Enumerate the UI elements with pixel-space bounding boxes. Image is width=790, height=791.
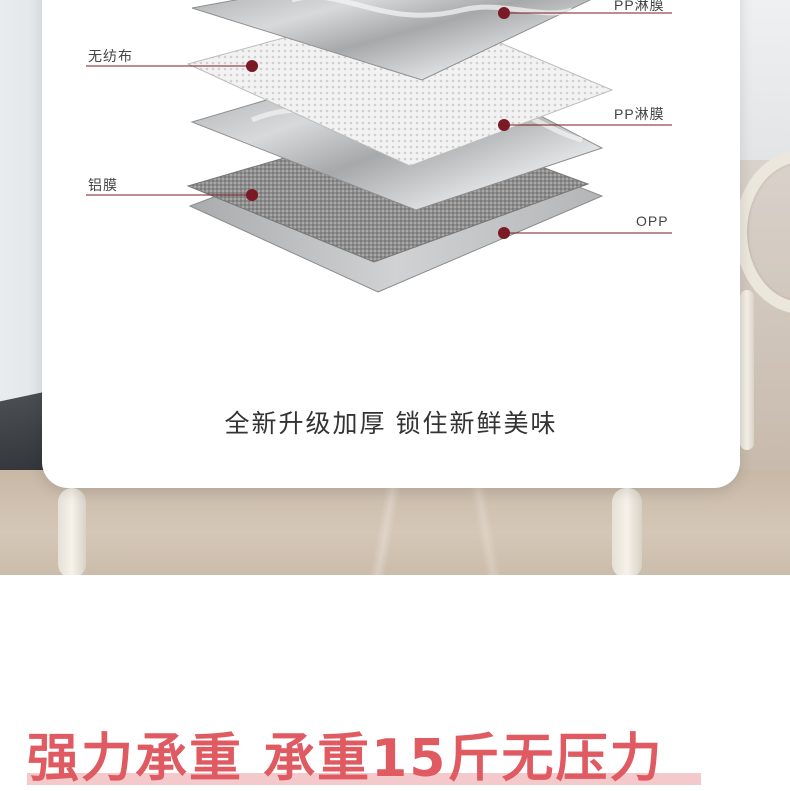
marker-nonwoven [246, 60, 258, 72]
material-layers-illustration [86, 0, 672, 293]
label-pp-film-top: PP淋膜 [614, 0, 665, 13]
card-caption: 全新升级加厚 锁住新鲜美味 [224, 410, 558, 438]
marker-opp [498, 227, 510, 239]
label-opp: OPP [636, 213, 669, 229]
label-nonwoven: 无纺布 [88, 48, 133, 64]
marker-top-right [498, 7, 510, 19]
headline-underline [27, 773, 701, 785]
stand-leg-left [58, 488, 86, 575]
label-pp-film-mid: PP淋膜 [614, 106, 665, 122]
marker-aluminum [246, 189, 258, 201]
headline: 强力承重 承重15斤无压力 [27, 729, 664, 789]
marker-mid-right [498, 119, 510, 131]
label-aluminum: 铝膜 [88, 177, 118, 193]
pp-film-layer-top [191, 0, 592, 81]
stand-leg-right [612, 488, 642, 575]
material-layers-card [42, 0, 740, 488]
stand-leg-far-right [740, 290, 754, 450]
